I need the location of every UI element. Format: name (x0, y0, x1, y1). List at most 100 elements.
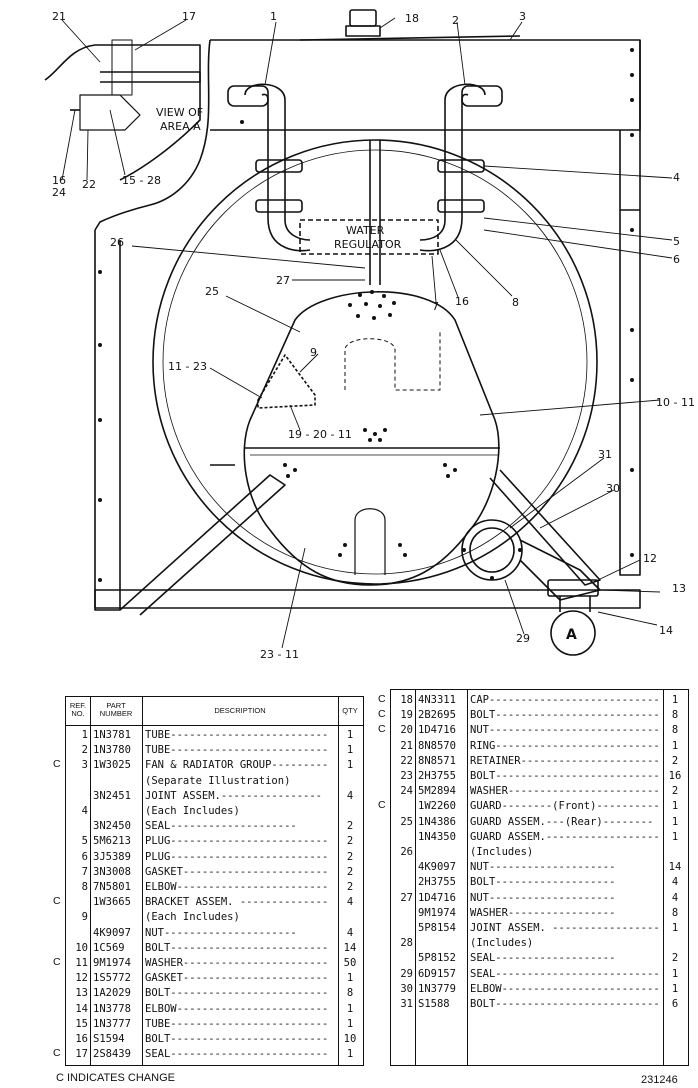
ref-cell: 23 (400, 770, 413, 782)
ref-cell: 8 (81, 881, 88, 893)
description-cell: PLUG------------------------- (145, 835, 329, 848)
qty-cell: 1 (346, 759, 354, 772)
part-number-cell: 3N2451 (93, 789, 131, 802)
part-number-cell: 5M2894 (418, 785, 456, 798)
description-cell: CAP--------------------------- (470, 694, 660, 706)
callout-2: 2 (452, 14, 459, 27)
part-number-cell: 1N3778 (93, 1002, 131, 1015)
qty-cell: 2 (346, 820, 354, 833)
description-cell: NUT-------------------- (470, 891, 616, 904)
qty-cell: 1 (346, 744, 354, 757)
qty-cell: 2 (346, 835, 354, 848)
table-row: 9M1974 WASHER-----------------8 (391, 906, 687, 921)
description-cell: GUARD ASSEM.---(Rear)-------- (470, 815, 654, 828)
description-cell: GASKET----------------------- (145, 972, 329, 985)
part-number-cell: 2H3755 (418, 876, 456, 889)
qty-cell: 4 (346, 896, 354, 909)
qty-cell: 2 (346, 881, 354, 893)
part-number-cell: 5M6213 (93, 835, 131, 848)
ref-cell: 26 (400, 846, 413, 858)
callout-26: 26 (110, 236, 124, 249)
ref-cell: 19 (400, 709, 413, 722)
qty-cell: 1 (671, 982, 679, 995)
callout-10-11: 10 - 11 (656, 396, 695, 409)
description-cell: TUBE------------------------- (145, 729, 329, 741)
part-number-cell: 4K9097 (93, 926, 131, 939)
change-flag: C (53, 1047, 61, 1060)
qty-cell: 8 (671, 906, 679, 919)
ref-cell: 22 (400, 754, 413, 767)
description-cell: BOLT------------------------- (145, 941, 329, 954)
part-number-cell: 3J5389 (93, 850, 131, 863)
description-cell: NUT--------------------- (145, 926, 297, 939)
callout-27: 27 (276, 274, 290, 287)
description-cell: PLUG------------------------- (145, 850, 329, 863)
callout-29: 29 (516, 632, 530, 645)
part-number-cell: 1N4386 (418, 815, 456, 828)
description-cell: TUBE------------------------- (145, 1017, 329, 1030)
filler-cap (349, 9, 377, 27)
ref-cell: 5 (81, 835, 88, 848)
qty-cell: 4 (671, 876, 679, 889)
change-flag: C (378, 708, 386, 721)
part-number-cell: 6D9157 (418, 967, 456, 980)
qty-cell: 1 (671, 967, 679, 980)
ref-cell: 7 (81, 865, 88, 878)
ref-cell: 25 (400, 815, 413, 828)
description-cell: GUARD--------(Front)---------- (470, 800, 660, 813)
qty-cell: 1 (346, 1048, 354, 1061)
table-row: 3N2450 SEAL--------------------2 (66, 819, 362, 834)
ref-cell: 15 (75, 1017, 88, 1030)
strut-left (119, 474, 286, 616)
inset-view-area-a (44, 44, 201, 181)
qty-cell: 1 (671, 694, 679, 706)
part-number-cell: 8N8570 (418, 739, 456, 752)
table-row: 4K9097 NUT--------------------14 (391, 860, 687, 875)
callout-22: 22 (82, 178, 96, 191)
callout-16-inset: 16 (52, 174, 66, 187)
area-a-marker: A (566, 627, 577, 643)
exploded-view-drawing: 1 2 3 4 5 6 7 8 9 10 - 11 11 - 23 12 13 … (44, 9, 695, 661)
table-row: 26 (Includes) (391, 845, 687, 860)
tear-line (94, 39, 211, 231)
description-cell: ELBOW------------------------ (145, 1002, 329, 1015)
description-cell: BRACKET ASSEM. -------------- (145, 896, 329, 909)
description-cell: WASHER----------------------- (145, 957, 329, 969)
description-cell: RETAINER---------------------- (470, 754, 660, 767)
callout-11-23: 11 - 23 (168, 360, 207, 373)
table-row: 9 (Each Includes) (66, 910, 362, 925)
callout-24: 24 (52, 186, 66, 199)
qty-cell: 10 (343, 1033, 357, 1045)
part-number-cell: 1N3781 (93, 729, 131, 741)
part-number-cell: 5P8154 (418, 922, 456, 934)
header-part: PART NUMBER (99, 701, 133, 718)
ref-cell: 29 (400, 967, 413, 980)
callout-6: 6 (673, 253, 680, 266)
header-qty: QTY (342, 706, 358, 715)
radiator-frame-left (94, 230, 121, 611)
ref-cell: 17 (75, 1048, 88, 1061)
change-flag: C (378, 693, 386, 705)
description-cell: (Includes) (470, 937, 534, 950)
fan-shroud (152, 139, 598, 585)
description-cell: (Each Includes) (145, 805, 240, 817)
part-number-cell: 4K9097 (418, 861, 456, 874)
header-desc: DESCRIPTION (214, 706, 266, 715)
description-cell: ELBOW------------------------- (470, 982, 660, 995)
description-cell: (Each Includes) (145, 911, 240, 924)
qty-cell: 8 (671, 724, 679, 737)
